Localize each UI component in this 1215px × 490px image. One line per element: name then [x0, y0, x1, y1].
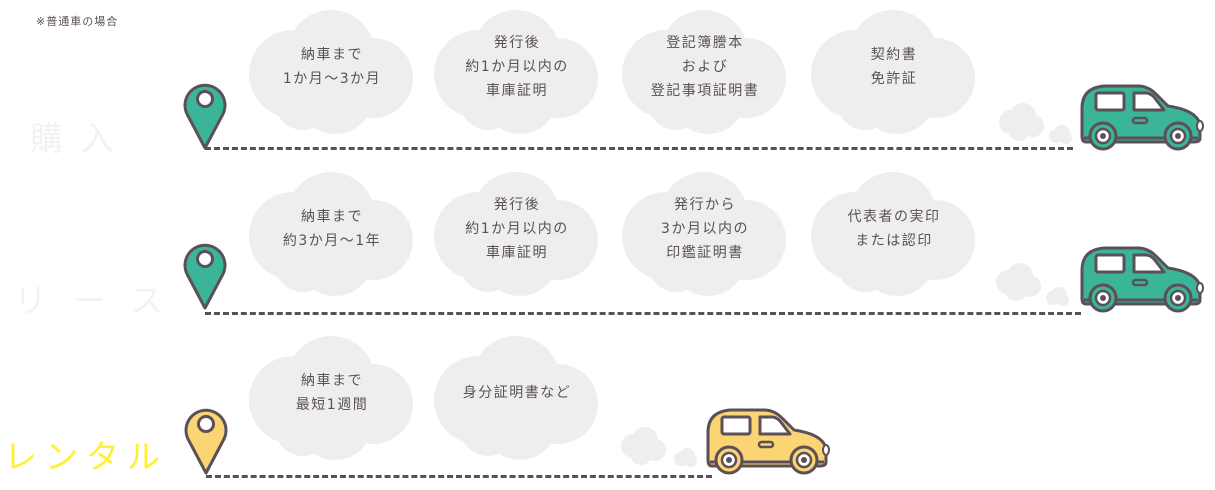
exhaust-puff-small-icon — [1046, 287, 1069, 306]
route-dashed-line — [205, 312, 1081, 315]
info-cloud: 発行から 3か月以内の 印鑑証明書 — [616, 168, 794, 298]
cloud-text: 納車まで 1か月～3か月 — [282, 47, 382, 87]
info-cloud: 納車まで 1か月～3か月 — [243, 6, 421, 136]
row-label-purchase: 購入 — [30, 119, 132, 158]
car-icon — [1080, 84, 1204, 151]
row-label-lease: リース — [14, 281, 190, 320]
info-cloud: 発行後 約1か月以内の 車庫証明 — [428, 6, 606, 136]
exhaust-puff-icon — [999, 103, 1044, 141]
route-dashed-line — [205, 147, 1073, 150]
map-pin-icon — [184, 408, 228, 475]
info-cloud: 代表者の実印 または認印 — [805, 168, 983, 298]
cloud-text: 身分証明書など — [462, 385, 572, 401]
map-pin-icon — [183, 243, 227, 310]
map-pin-icon — [183, 83, 227, 150]
footnote: ※普通車の場合 — [36, 15, 119, 28]
cloud-text: 発行後 約1か月以内の 車庫証明 — [465, 197, 569, 261]
cloud-text: 発行後 約1か月以内の 車庫証明 — [465, 35, 569, 99]
exhaust-puff-icon — [621, 427, 666, 465]
car-icon — [706, 408, 830, 475]
exhaust-puff-small-icon — [1049, 125, 1072, 144]
cloud-text: 登記簿謄本 および 登記事項証明書 — [650, 35, 760, 99]
cloud-text: 契約書 免許証 — [870, 47, 918, 87]
route-dashed-line — [206, 475, 712, 478]
row-purchase: 購入 納車まで 1か月～3か月 発行後 約1か月以内の 車庫証明 登記簿謄本 お… — [0, 0, 1215, 160]
row-lease: リース 納車まで 約3か月～1年 発行後 約1か月以内の 車庫証明 発行から 3… — [0, 166, 1215, 326]
car-icon — [1080, 246, 1204, 313]
row-label-rental: レンタル — [4, 437, 168, 476]
info-cloud: 身分証明書など — [428, 332, 606, 462]
cloud-text: 納車まで 最短1週間 — [295, 373, 369, 413]
info-cloud: 発行後 約1か月以内の 車庫証明 — [428, 168, 606, 298]
info-cloud: 納車まで 最短1週間 — [243, 332, 421, 462]
cloud-text: 発行から 3か月以内の 印鑑証明書 — [661, 197, 749, 261]
exhaust-puff-small-icon — [674, 448, 697, 467]
exhaust-puff-icon — [996, 263, 1041, 301]
cloud-text: 代表者の実印 または認印 — [847, 209, 941, 249]
row-rental: レンタル 納車まで 最短1週間 身分証明書など — [0, 330, 1215, 490]
info-cloud: 登記簿謄本 および 登記事項証明書 — [616, 6, 794, 136]
info-cloud: 契約書 免許証 — [805, 6, 983, 136]
cloud-text: 納車まで 約3か月～1年 — [282, 209, 382, 249]
info-cloud: 納車まで 約3か月～1年 — [243, 168, 421, 298]
